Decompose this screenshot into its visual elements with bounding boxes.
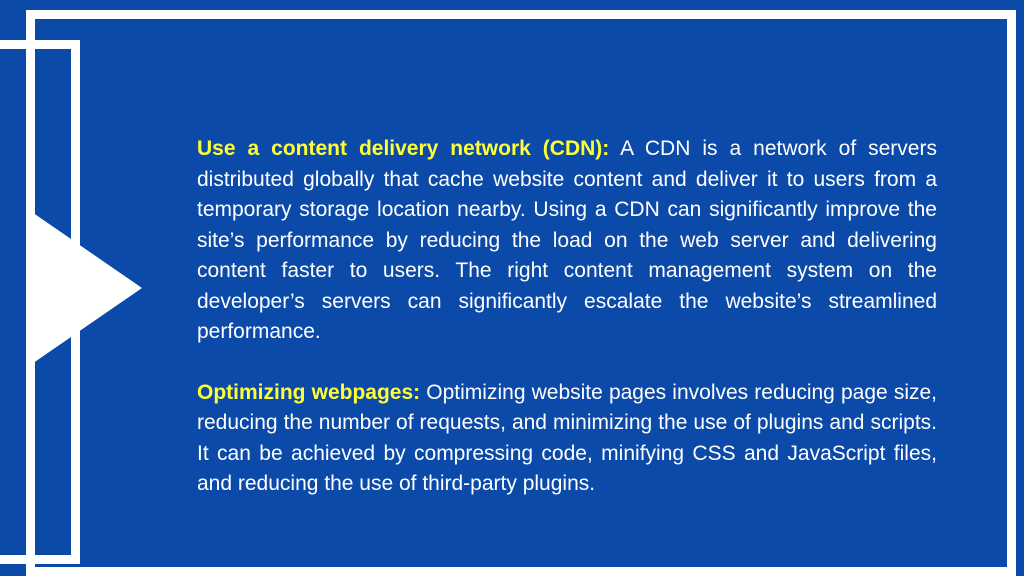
slide-content: Use a content delivery network (CDN): A … <box>197 134 937 500</box>
optimizing-body: Optimizing website pages involves reduci… <box>197 380 937 496</box>
optimizing-heading: Optimizing webpages: <box>197 380 421 404</box>
cdn-paragraph: Use a content delivery network (CDN): A … <box>197 134 937 348</box>
cdn-heading: Use a content delivery network (CDN): <box>197 137 610 160</box>
cdn-body: A CDN is a network of servers distribute… <box>197 137 937 343</box>
optimizing-paragraph: Optimizing webpages: Optimizing website … <box>197 378 937 500</box>
play-triangle-icon <box>26 208 142 368</box>
